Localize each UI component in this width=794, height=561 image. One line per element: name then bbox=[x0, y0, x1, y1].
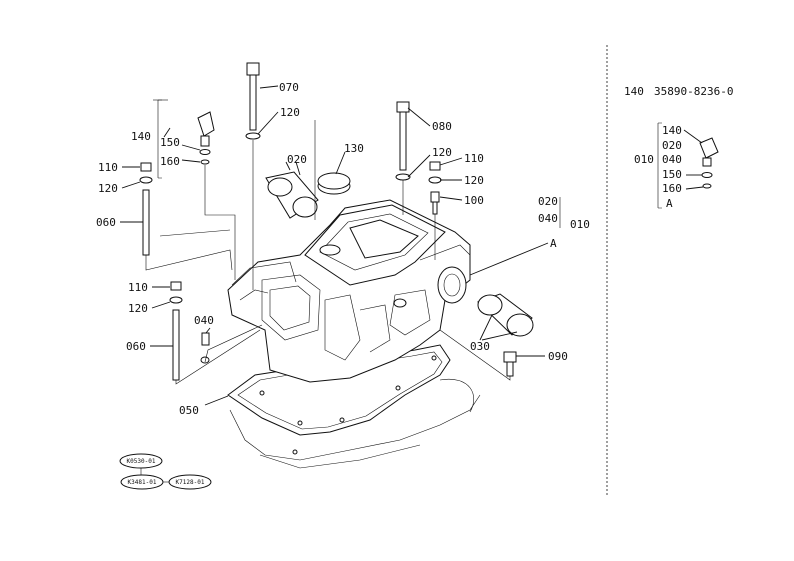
valve-140 bbox=[197, 111, 215, 165]
label-070: 070 bbox=[279, 81, 299, 94]
stud-060-lower bbox=[169, 281, 183, 381]
label-060-a: 060 bbox=[96, 216, 116, 229]
label-140: 140 bbox=[131, 130, 151, 143]
label-100: 100 bbox=[464, 194, 484, 207]
label-020-b: 020 bbox=[538, 195, 558, 208]
label-120-c: 120 bbox=[464, 174, 484, 187]
detail-label-160: 160 bbox=[662, 182, 682, 195]
detail-label-140: 140 bbox=[662, 124, 682, 137]
detail-label-150: 150 bbox=[662, 168, 682, 181]
ref-k0530: K0530-01 bbox=[127, 458, 156, 465]
label-010: 010 bbox=[570, 218, 590, 231]
label-130: 130 bbox=[344, 142, 364, 155]
leader-lines bbox=[120, 85, 549, 406]
label-040-b: 040 bbox=[538, 212, 558, 225]
label-060-b: 060 bbox=[126, 340, 146, 353]
sleeve-030 bbox=[477, 293, 534, 337]
housing-assembly bbox=[227, 199, 481, 469]
plug-130 bbox=[317, 172, 351, 195]
label-a: A bbox=[550, 237, 557, 250]
detail-label-040: 040 bbox=[662, 153, 682, 166]
label-120-d: 120 bbox=[98, 182, 118, 195]
label-120-a: 120 bbox=[280, 106, 300, 119]
detail-panel: 140 35890-8236-0 140 020 010 040 150 160… bbox=[624, 85, 733, 210]
fitting-040 bbox=[200, 332, 210, 364]
reference-tags: K0530-01 K3481-01 K7128-01 bbox=[119, 453, 212, 490]
nut-110-right bbox=[428, 161, 442, 215]
detail-label-020: 020 bbox=[662, 139, 682, 152]
sleeve-020 bbox=[265, 171, 319, 219]
stud-060-upper bbox=[139, 162, 153, 256]
label-040: 040 bbox=[194, 314, 214, 327]
ref-k3481: K3481-01 bbox=[128, 479, 157, 486]
bolt-080 bbox=[395, 101, 411, 181]
label-150: 150 bbox=[160, 136, 180, 149]
part-labels: 070 120 020 130 080 120 110 120 100 140 … bbox=[96, 81, 590, 417]
label-030: 030 bbox=[470, 340, 490, 353]
detail-part-number: 35890-8236-0 bbox=[654, 85, 733, 98]
label-120-b: 120 bbox=[432, 146, 452, 159]
label-110-a: 110 bbox=[98, 161, 118, 174]
label-020-a: 020 bbox=[287, 153, 307, 166]
bolt-070 bbox=[245, 62, 261, 140]
detail-label-a: A bbox=[666, 197, 673, 210]
ref-k7128: K7128-01 bbox=[176, 479, 205, 486]
label-110-c: 110 bbox=[128, 281, 148, 294]
detail-item: 140 bbox=[624, 85, 644, 98]
label-110-b: 110 bbox=[464, 152, 484, 165]
label-120-e: 120 bbox=[128, 302, 148, 315]
label-160: 160 bbox=[160, 155, 180, 168]
label-080: 080 bbox=[432, 120, 452, 133]
bolt-090 bbox=[503, 351, 517, 377]
label-090: 090 bbox=[548, 350, 568, 363]
label-050: 050 bbox=[179, 404, 199, 417]
detail-label-010: 010 bbox=[634, 153, 654, 166]
